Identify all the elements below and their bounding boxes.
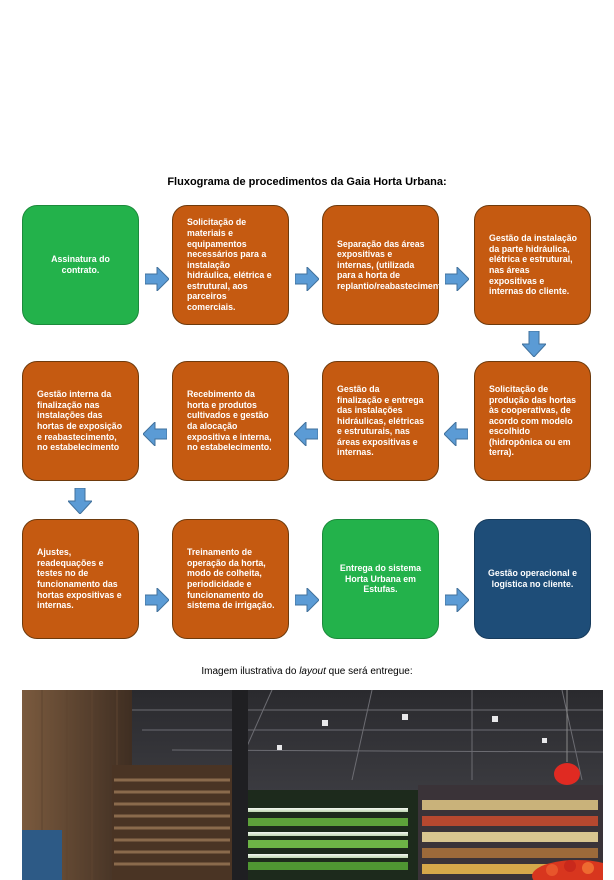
step-adjustments-tests: Ajustes, readequações e testes no de fun…	[22, 519, 139, 639]
arrow-down-icon	[68, 488, 92, 514]
arrow-right-icon	[145, 267, 169, 291]
arrow-right-icon	[295, 267, 319, 291]
arrow-right-icon	[295, 588, 319, 612]
step-area-separation: Separação das áreas expositivas e intern…	[322, 205, 452, 325]
layout-illustration-image	[22, 690, 603, 880]
arrow-left-icon	[143, 422, 167, 446]
step-installation-management: Gestão da instalação da parte hidráulica…	[474, 205, 591, 325]
step-garden-reception: Recebimento da horta e produtos cultivad…	[172, 361, 289, 481]
arrow-right-icon	[445, 267, 469, 291]
step-production-request: Solicitação de produção das hortas às co…	[474, 361, 591, 481]
step-signature: Assinatura do contrato.	[22, 205, 139, 325]
arrow-right-icon	[445, 588, 469, 612]
step-installation-delivery: Gestão da finalização e entrega das inst…	[322, 361, 439, 481]
arrow-down-icon	[522, 331, 546, 357]
step-training: Treinamento de operação da horta, modo d…	[172, 519, 289, 639]
arrow-left-icon	[444, 422, 468, 446]
step-operational-management: Gestão operacional e logística no client…	[474, 519, 591, 639]
flowchart-title: Fluxograma de procedimentos da Gaia Hort…	[167, 176, 447, 188]
arrow-left-icon	[294, 422, 318, 446]
step-material-request: Solicitação de materiais e equipamentos …	[172, 205, 289, 325]
arrow-right-icon	[145, 588, 169, 612]
image-caption: Imagem ilustrativa do layout que será en…	[201, 666, 413, 677]
step-internal-finalization: Gestão interna da finalização nas instal…	[22, 361, 139, 481]
step-system-delivery: Entrega do sistema Horta Urbana em Estuf…	[322, 519, 439, 639]
